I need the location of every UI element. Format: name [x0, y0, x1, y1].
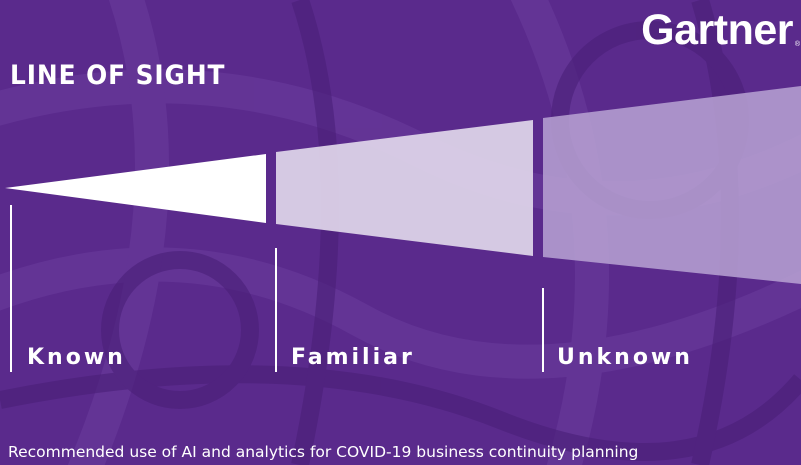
- gartner-logo: Gartner: [641, 6, 793, 54]
- stage-label-unknown: Unknown: [557, 345, 693, 370]
- beam-segment-known: [5, 154, 266, 223]
- beam-segment-familiar: [276, 120, 533, 256]
- stage-label-familiar: Familiar: [291, 345, 415, 370]
- registered-mark: ®: [794, 41, 800, 48]
- stage-label-known: Known: [27, 345, 126, 370]
- page-title: LINE OF SIGHT: [10, 60, 226, 91]
- caption: Recommended use of AI and analytics for …: [8, 443, 639, 461]
- beam-segment-unknown: [543, 86, 801, 284]
